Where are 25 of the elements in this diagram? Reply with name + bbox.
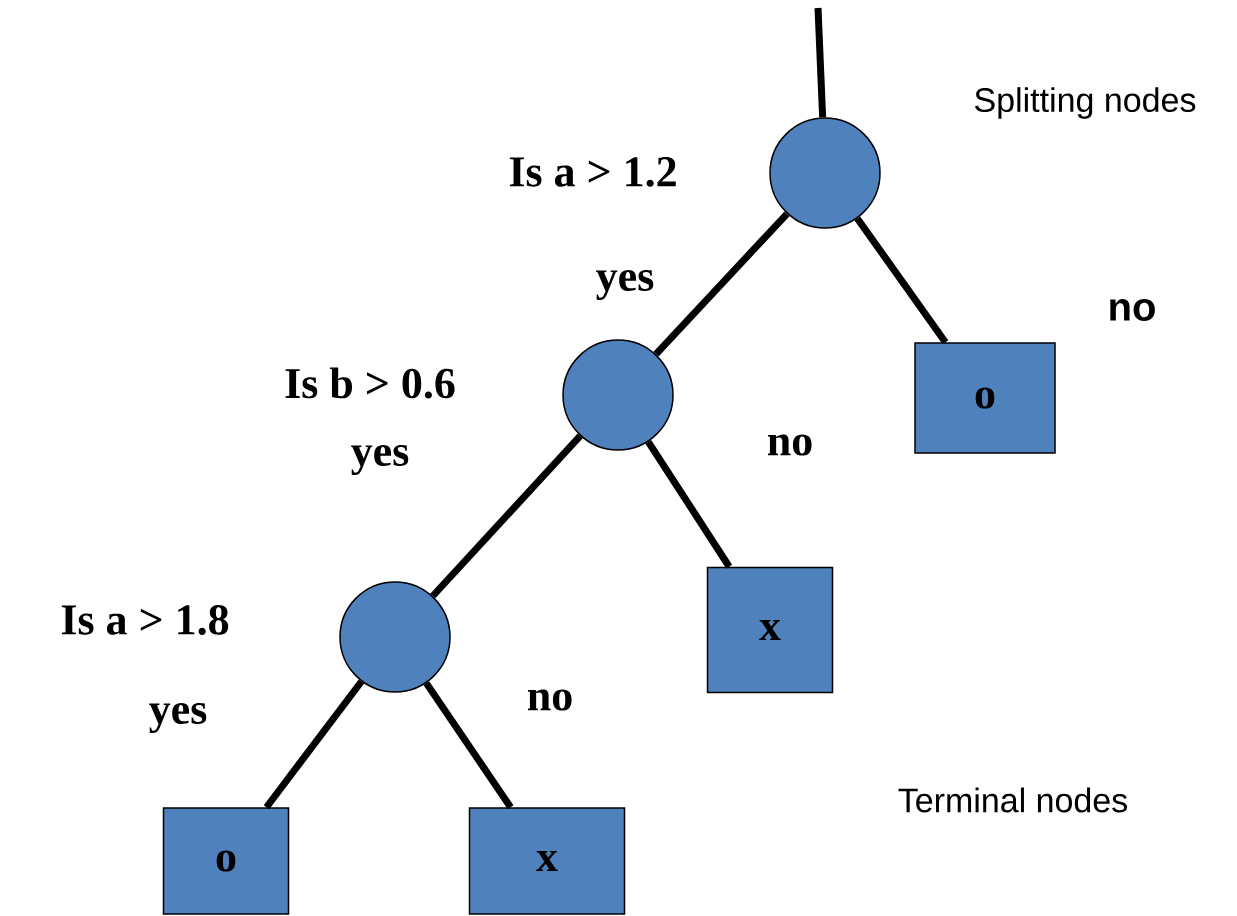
edge-label: yes <box>146 700 210 736</box>
connector-line <box>263 679 365 810</box>
question-label: Is a > 1.2 <box>509 157 676 187</box>
connector-line <box>653 211 790 357</box>
split-circle <box>769 117 881 229</box>
terminal-box: o <box>162 807 290 915</box>
question-label: Is a > 1.8 <box>61 605 229 635</box>
question-label: Is b > 0.6 <box>285 367 455 399</box>
edge-label: no <box>1105 297 1159 323</box>
split-circle <box>339 581 451 693</box>
connector-line <box>430 433 583 599</box>
split-circle <box>562 339 674 451</box>
connector-line <box>423 681 514 810</box>
edge-label: yes <box>593 267 657 303</box>
connector-line <box>814 7 827 118</box>
terminal-box: x <box>706 566 834 694</box>
edge-label: yes <box>348 442 412 478</box>
edge-label: no <box>524 687 576 713</box>
note-label: Terminal nodes <box>898 787 1127 813</box>
edge-label: no <box>764 432 816 458</box>
connector-line <box>645 439 733 569</box>
note-label: Splitting nodes <box>975 87 1196 119</box>
terminal-box: o <box>914 342 1056 454</box>
terminal-box: x <box>468 807 626 915</box>
connector-line <box>854 216 949 345</box>
